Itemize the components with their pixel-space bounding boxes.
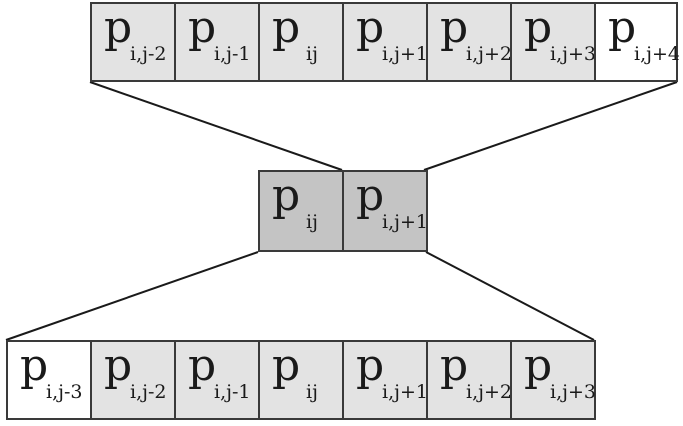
cell-subscript: i,j-1 [214, 43, 251, 65]
cell-subscript: i,j-3 [46, 381, 83, 403]
cell-letter: p [356, 2, 385, 53]
cell-letter: p [104, 340, 133, 391]
middle-cell-p-ij: p ij [258, 170, 344, 252]
cell-subscript: i,j+2 [466, 43, 513, 65]
cell-subscript: ij [306, 43, 318, 65]
cell-letter: p [20, 340, 49, 391]
cell-letter: p [272, 2, 301, 53]
bottom-cell-p-ij: p ij [258, 340, 344, 420]
top-cell-p-i-j-minus-1: p i,j-1 [174, 2, 260, 82]
top-right-connector [423, 81, 678, 171]
top-cell-p-i-j-plus-2: p i,j+2 [426, 2, 512, 82]
cell-subscript: i,j+1 [382, 211, 429, 233]
cell-letter: p [104, 2, 133, 53]
bottom-cell-p-i-j-plus-3: p i,j+3 [510, 340, 596, 420]
middle-cell-p-i-j-plus-1: p i,j+1 [342, 170, 428, 252]
cell-letter: p [188, 2, 217, 53]
bottom-cell-p-i-j-minus-2: p i,j-2 [90, 340, 176, 420]
bottom-cell-p-i-j-plus-1: p i,j+1 [342, 340, 428, 420]
bottom-cell-p-i-j-minus-1: p i,j-1 [174, 340, 260, 420]
cell-subscript: i,j+1 [382, 43, 429, 65]
bottom-left-connector [5, 251, 259, 341]
cell-letter: p [356, 340, 385, 391]
top-cell-p-i-j-minus-2: p i,j-2 [90, 2, 176, 82]
bottom-cell-p-i-j-plus-2: p i,j+2 [426, 340, 512, 420]
cell-subscript: i,j-2 [130, 43, 167, 65]
cell-letter: p [356, 170, 385, 221]
cell-letter: p [272, 170, 301, 221]
bottom-right-connector [425, 251, 595, 341]
cell-subscript: ij [306, 381, 318, 403]
cell-subscript: ij [306, 211, 318, 233]
cell-subscript: i,j+3 [550, 381, 597, 403]
bottom-cell-p-i-j-minus-3: p i,j-3 [6, 340, 92, 420]
cell-letter: p [188, 340, 217, 391]
cell-subscript: i,j-2 [130, 381, 167, 403]
top-left-connector [89, 81, 343, 171]
cell-letter: p [524, 340, 553, 391]
top-cell-p-i-j-plus-4: p i,j+4 [594, 2, 681, 82]
cell-subscript: i,j+1 [382, 381, 429, 403]
cell-letter: p [524, 2, 553, 53]
top-cell-p-i-j-plus-3: p i,j+3 [510, 2, 596, 82]
cell-letter: p [440, 2, 469, 53]
cell-letter: p [608, 2, 637, 53]
cell-subscript: i,j+3 [550, 43, 597, 65]
cell-subscript: i,j-1 [214, 381, 251, 403]
top-cell-p-ij: p ij [258, 2, 344, 82]
cell-subscript: i,j+4 [634, 43, 681, 65]
cell-subscript: i,j+2 [466, 381, 513, 403]
cell-letter: p [272, 340, 301, 391]
cell-letter: p [440, 340, 469, 391]
top-cell-p-i-j-plus-1: p i,j+1 [342, 2, 428, 82]
